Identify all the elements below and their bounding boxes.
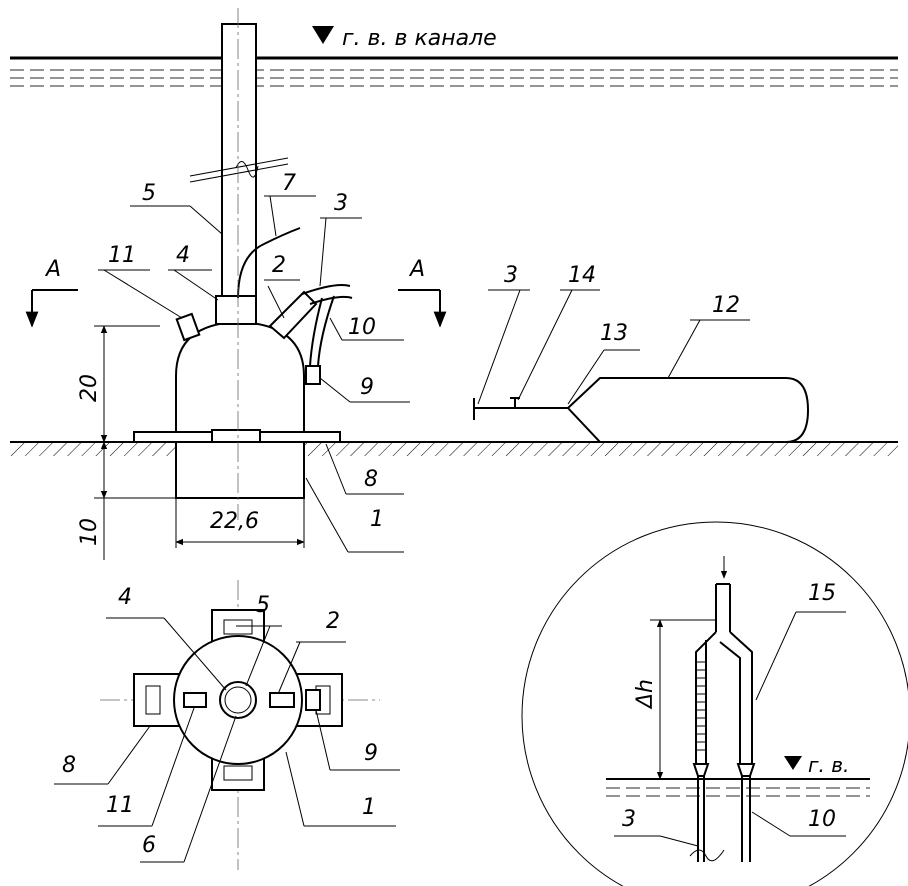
label-10: 10 [348, 315, 376, 340]
section-mark-right: A [398, 257, 447, 328]
detail-water-level-label: г. в. [808, 753, 849, 777]
plan-view: 4 5 2 8 11 6 1 9 [54, 580, 400, 870]
dimension-width: 22,6 [175, 498, 305, 548]
canal-water-surface [10, 56, 898, 87]
main-device-front-view [133, 8, 353, 520]
label-plan-11: 11 [106, 793, 134, 818]
label-plan-1: 1 [362, 795, 376, 820]
dimension-depth-below-text: 10 [77, 518, 102, 546]
label-9: 9 [360, 375, 374, 400]
label-plan-8: 8 [62, 753, 76, 778]
section-right-label: A [408, 257, 425, 282]
dimension-width-text: 22,6 [210, 509, 259, 534]
label-plan-9: 9 [364, 741, 378, 766]
label-11: 11 [108, 243, 136, 268]
label-detail-15: 15 [808, 581, 836, 606]
label-4: 4 [176, 243, 190, 268]
section-mark-left: A [25, 257, 78, 328]
label-side-12: 12 [712, 293, 740, 318]
label-1: 1 [370, 507, 384, 532]
dimension-delta-h-text: Δh [633, 679, 658, 710]
label-7: 7 [282, 171, 296, 196]
ground-line [10, 441, 898, 456]
dimension-depth-below: 10 [77, 441, 176, 560]
label-3: 3 [334, 191, 348, 216]
front-view-leaders: 5 7 3 11 4 2 10 9 8 1 [98, 171, 410, 553]
label-8: 8 [364, 467, 378, 492]
label-plan-2: 2 [326, 609, 340, 634]
label-side-3: 3 [504, 263, 518, 288]
side-device: 3 14 13 12 [473, 263, 810, 443]
pipe-5 [221, 23, 257, 307]
label-2: 2 [272, 253, 286, 278]
label-plan-4: 4 [118, 585, 132, 610]
dimension-height-above: 20 [77, 325, 160, 443]
label-plan-5: 5 [256, 593, 270, 618]
label-5: 5 [142, 181, 156, 206]
label-side-13: 13 [600, 321, 628, 346]
label-detail-3: 3 [622, 807, 636, 832]
section-left-label: A [44, 257, 61, 282]
water-level-marker: г. в. в канале [312, 26, 497, 51]
dimension-height-above-text: 20 [77, 374, 102, 402]
scale-marks [696, 661, 706, 751]
label-side-14: 14 [568, 263, 596, 288]
label-plan-6: 6 [142, 833, 156, 858]
label-detail-10: 10 [808, 807, 836, 832]
water-level-canal-label: г. в. в канале [342, 26, 497, 51]
detail-view: г. в. [521, 521, 908, 886]
